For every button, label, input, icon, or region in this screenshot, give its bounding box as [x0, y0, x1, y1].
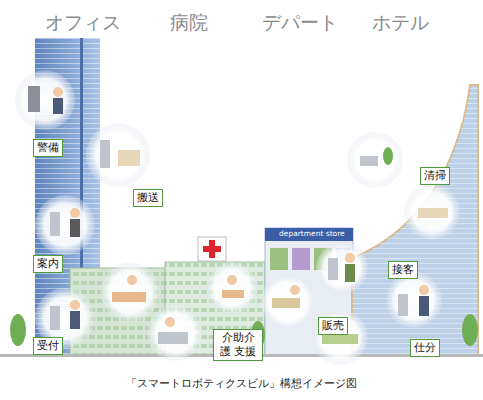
person-body — [53, 98, 63, 114]
person-head — [70, 300, 80, 310]
guide-robot — [50, 212, 60, 236]
task-label-text: 案内 — [37, 257, 59, 271]
scene-bubble — [386, 272, 442, 328]
security-robot — [28, 86, 40, 112]
task-label-box: 仕分 — [410, 339, 440, 357]
building-heading: 病院 — [170, 10, 208, 36]
task-label-text: 仕分 — [414, 341, 436, 355]
task-label-text: 介助介護 支援 — [217, 331, 259, 359]
care-robot — [158, 332, 188, 344]
scene-bubble — [86, 123, 150, 187]
hotel-building — [352, 85, 478, 355]
sorting-shelf — [322, 334, 358, 344]
cross-sign — [198, 237, 226, 261]
task-label-box: 介助介護 支援 — [213, 329, 263, 361]
person-head — [290, 285, 300, 295]
counter — [272, 298, 300, 308]
cargo — [118, 150, 140, 166]
scene-bubble — [35, 195, 95, 255]
building-heading: デパート — [262, 10, 338, 36]
reception-robot — [50, 306, 60, 330]
person-head — [419, 285, 429, 295]
red-cross — [203, 246, 221, 252]
scene-bubble — [100, 262, 160, 322]
store-window — [270, 248, 288, 270]
person-body — [70, 311, 80, 329]
task-label-text: 販売 — [322, 319, 344, 333]
task-label-box: 接客 — [388, 261, 418, 279]
person-head — [53, 87, 63, 97]
task-label-box: 警備 — [33, 139, 63, 157]
task-label-box: 受付 — [33, 337, 63, 355]
task-label-text: 搬送 — [137, 191, 159, 205]
scene-bubble — [347, 132, 403, 188]
figure-caption: 「スマートロボティクスビル」構想イメージ図 — [0, 376, 483, 391]
task-label-text: 清掃 — [424, 169, 446, 183]
task-label-box: 清掃 — [420, 167, 450, 185]
task-label-box: 案内 — [33, 255, 63, 273]
tree — [462, 314, 478, 346]
task-label-text: 接客 — [392, 263, 414, 277]
person-head — [165, 317, 175, 327]
task-label-text: 受付 — [37, 339, 59, 353]
sales-robot — [328, 258, 338, 280]
building-heading: ホテル — [372, 10, 429, 36]
scene-bubble — [316, 242, 368, 294]
person-body — [419, 296, 429, 316]
store-window — [292, 248, 310, 270]
hotel-bed — [418, 208, 448, 218]
person-head — [345, 253, 355, 263]
task-label-box: 搬送 — [133, 189, 163, 207]
tree — [10, 314, 26, 346]
person-head — [70, 208, 80, 218]
person-head — [227, 275, 237, 285]
task-label-box: 販売 — [318, 317, 348, 335]
plant — [383, 147, 393, 165]
scene-bubble — [312, 309, 368, 365]
scene-bubble — [404, 184, 460, 240]
scene-bubble — [260, 274, 316, 330]
building-heading: オフィス — [45, 10, 121, 36]
bed — [222, 290, 244, 298]
store-sign-text: department store — [279, 228, 345, 240]
scene-bubble — [15, 70, 75, 130]
scene-bubble — [206, 262, 258, 314]
person-body — [345, 264, 355, 282]
service-robot — [398, 294, 408, 316]
hotel-windows — [352, 85, 478, 355]
scene-bubble — [147, 305, 203, 361]
transport-robot — [100, 140, 110, 168]
store-sign-band — [265, 228, 353, 241]
task-label-text: 警備 — [37, 141, 59, 155]
cleaning-robot — [360, 156, 378, 166]
bed — [112, 292, 146, 302]
person-body — [70, 219, 80, 237]
person-head — [127, 275, 137, 285]
